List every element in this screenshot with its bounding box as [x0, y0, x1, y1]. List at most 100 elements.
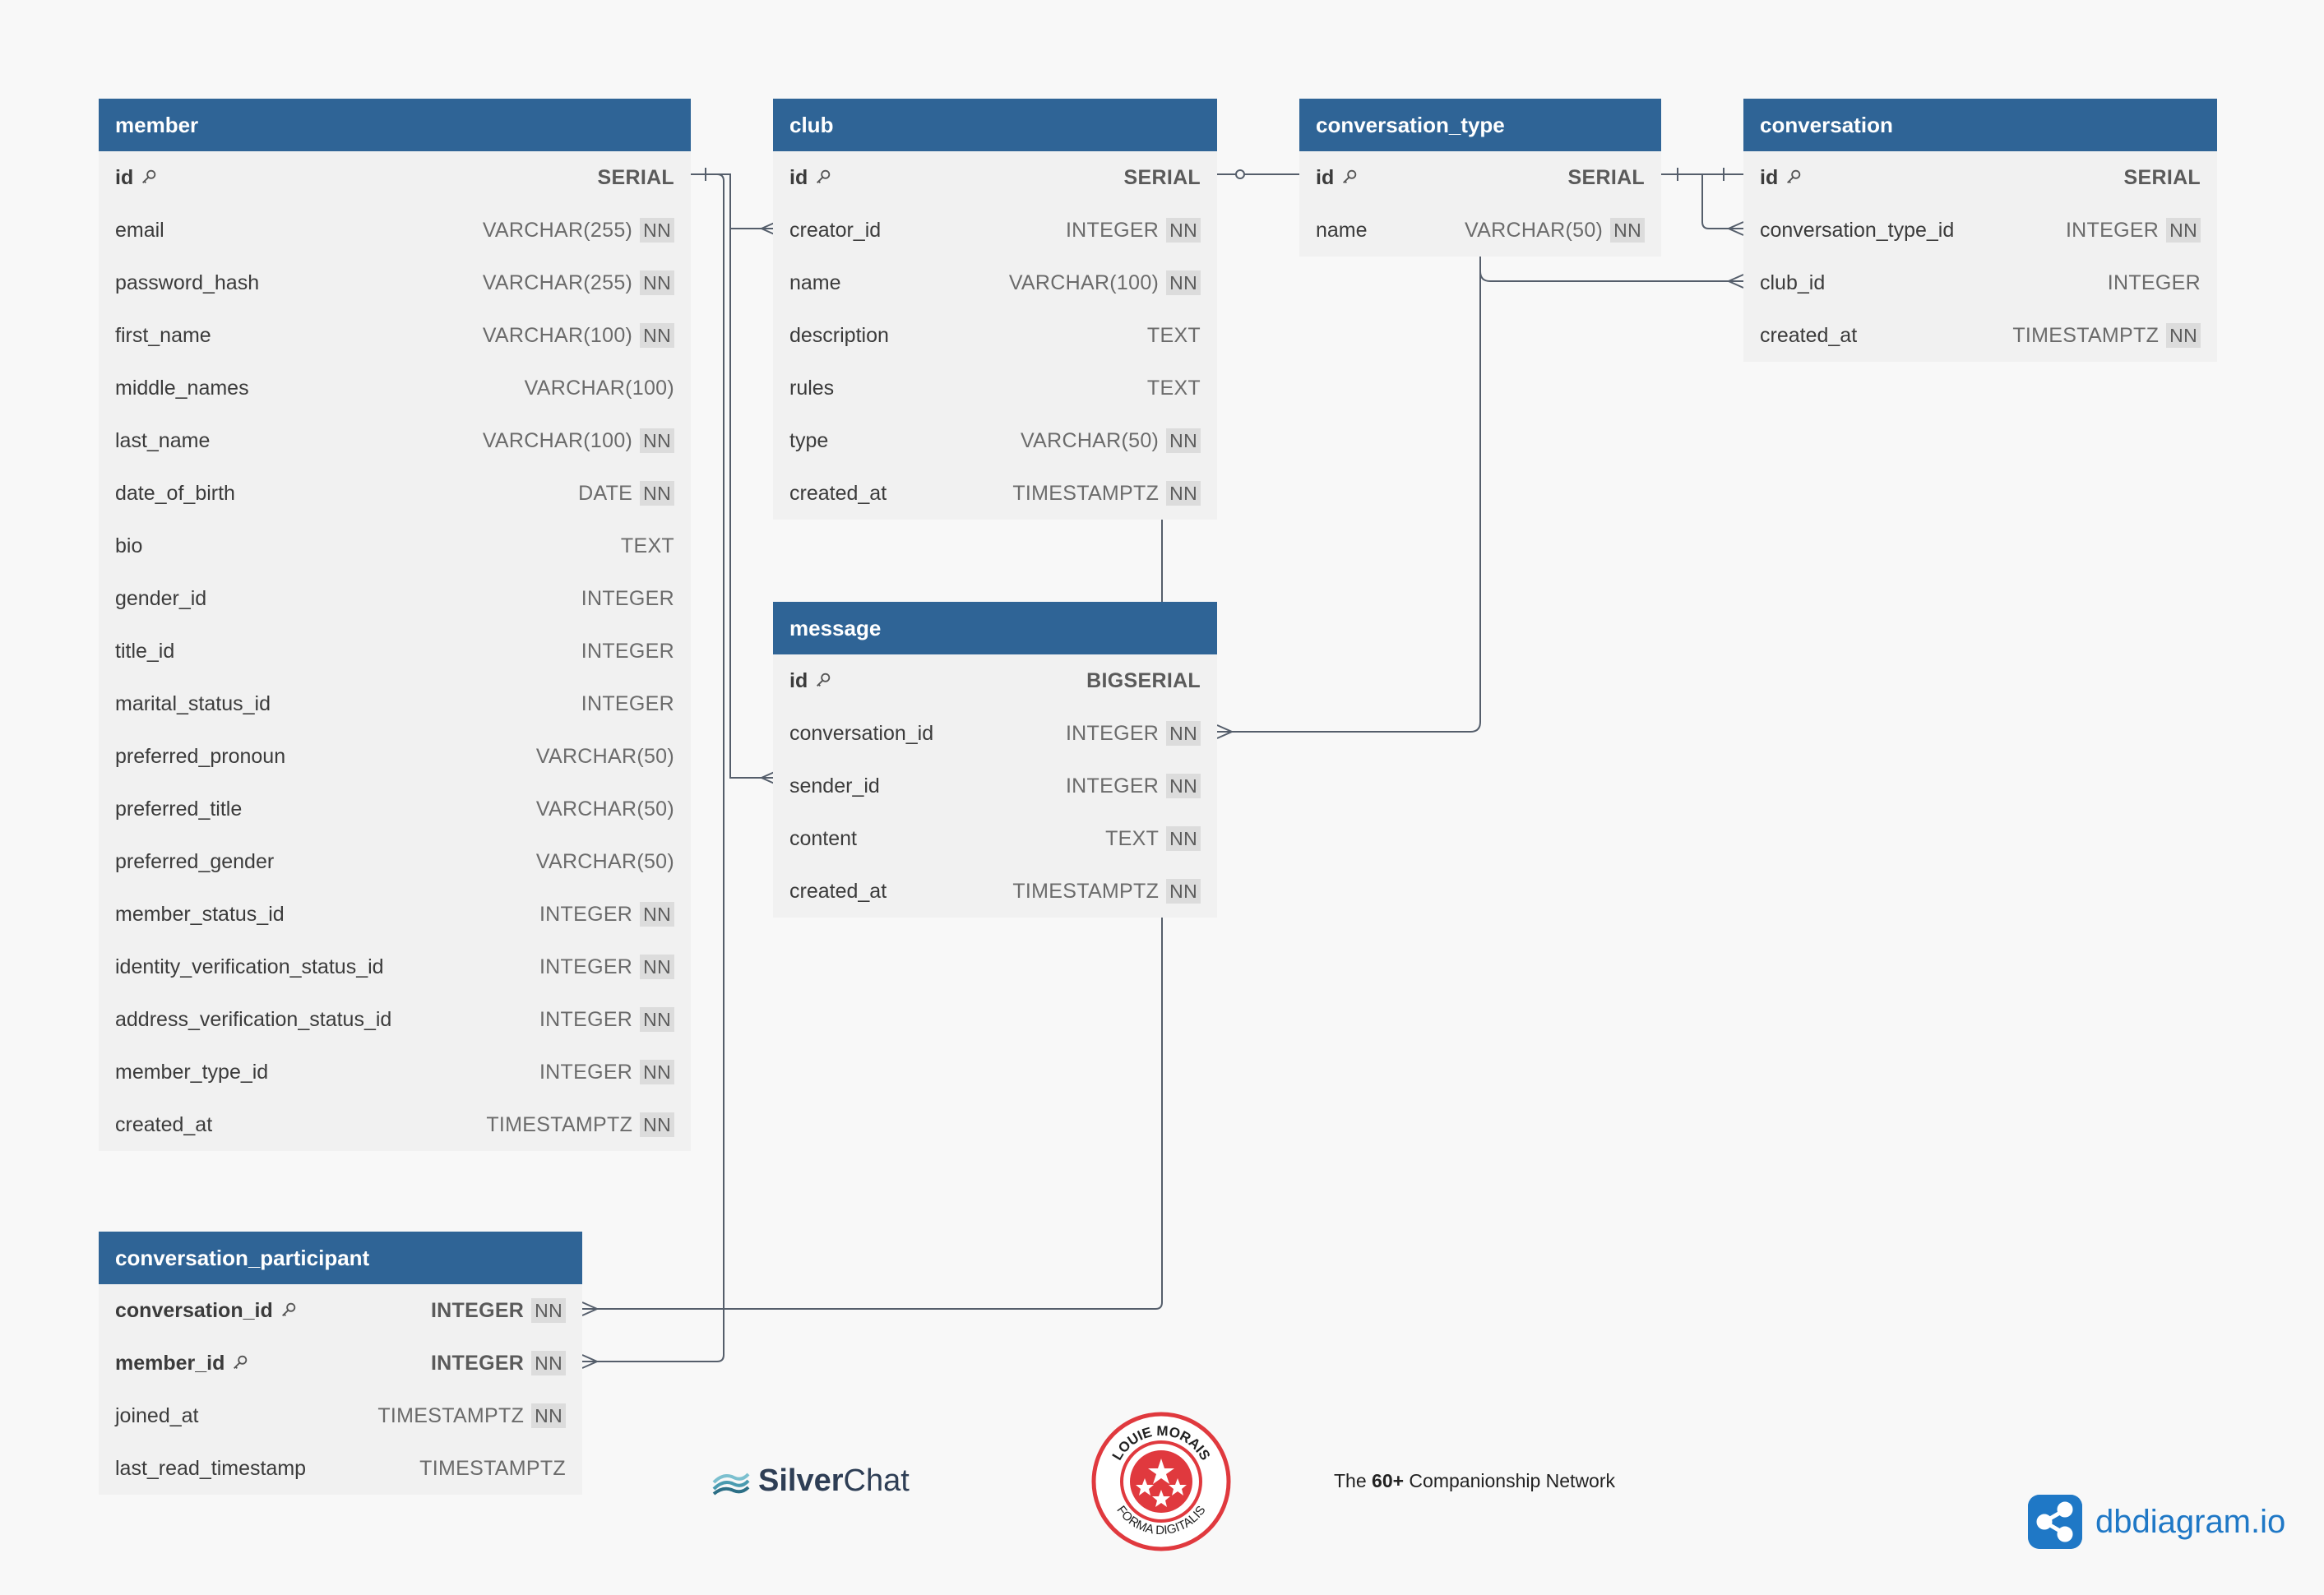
field-name: name: [789, 270, 841, 294]
field-name: created_at: [789, 879, 887, 903]
field-row[interactable]: name VARCHAR(100)NN: [773, 257, 1217, 309]
field-name: date_of_birth: [115, 481, 235, 505]
field-name: id: [789, 165, 808, 189]
field-name-cell: created_at: [115, 1113, 212, 1137]
key-icon: [280, 1301, 299, 1320]
table-header[interactable]: conversation_type: [1299, 99, 1661, 151]
field-name-cell: created_at: [789, 880, 887, 904]
field-name: preferred_pronoun: [115, 744, 286, 768]
field-name-cell: joined_at: [115, 1404, 198, 1428]
link-member-club-creator: [691, 173, 773, 229]
not-null-badge: NN: [640, 955, 674, 979]
field-type: INTEGER: [539, 955, 633, 978]
field-type-cell: SERIAL: [1124, 166, 1201, 190]
not-null-badge: NN: [531, 1403, 566, 1428]
field-row[interactable]: type VARCHAR(50)NN: [773, 414, 1217, 467]
field-type: TEXT: [1105, 826, 1160, 850]
field-type: TIMESTAMPTZ: [1012, 879, 1160, 903]
field-type: INTEGER: [2107, 270, 2201, 294]
field-type: SERIAL: [2123, 165, 2201, 189]
field-name-cell: preferred_title: [115, 798, 242, 821]
link-message-participant: [582, 916, 1163, 1310]
field-name-cell: created_at: [789, 482, 887, 506]
field-type: TEXT: [1146, 323, 1201, 347]
table-header[interactable]: conversation_participant: [99, 1232, 582, 1284]
table-header[interactable]: club: [773, 99, 1217, 151]
field-row[interactable]: id SERIAL: [773, 151, 1217, 204]
field-name: id: [115, 165, 134, 189]
field-name: address_verification_status_id: [115, 1007, 392, 1031]
field-name: member_type_id: [115, 1060, 269, 1084]
field-name-cell: gender_id: [115, 587, 206, 611]
field-name: type: [789, 428, 829, 452]
field-type: BIGSERIAL: [1086, 668, 1201, 692]
field-row[interactable]: last_read_timestamp TIMESTAMPTZ: [99, 1442, 582, 1495]
field-name-cell: first_name: [115, 324, 211, 348]
field-name: description: [789, 323, 889, 347]
field-type-cell: VARCHAR(50)NN: [1021, 428, 1201, 453]
field-name: created_at: [115, 1112, 213, 1136]
field-name-cell: address_verification_status_id: [115, 1008, 391, 1032]
silverchat-logo: SilverChat: [712, 1463, 910, 1499]
wave-icon: [712, 1472, 750, 1496]
field-type-cell: VARCHAR(100)NN: [1009, 270, 1201, 295]
field-row[interactable]: description TEXT: [773, 309, 1217, 362]
field-name: last_read_timestamp: [115, 1456, 307, 1480]
field-type: SERIAL: [597, 165, 674, 189]
dbdiagram-badge[interactable]: dbdiagram.io: [2028, 1495, 2285, 1549]
table-header[interactable]: member: [99, 99, 691, 151]
field-type: VARCHAR(50): [1465, 218, 1604, 242]
field-name-cell: id: [1316, 166, 1360, 190]
table-header[interactable]: message: [773, 602, 1217, 654]
table-header[interactable]: conversation: [1743, 99, 2217, 151]
field-type: VARCHAR(255): [482, 270, 633, 294]
field-row[interactable]: id SERIAL: [99, 151, 691, 204]
field-type-cell: TIMESTAMPTZ: [419, 1457, 566, 1481]
